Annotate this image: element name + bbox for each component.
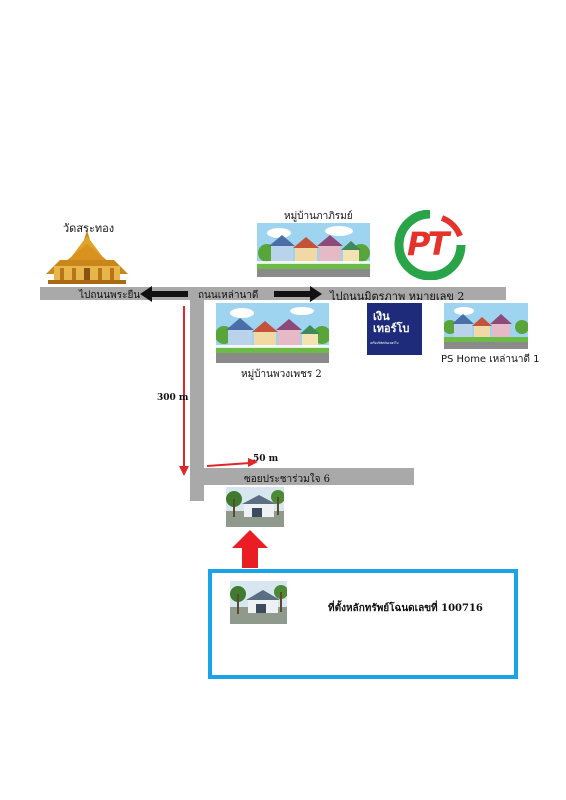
ps-home-illustration [444, 303, 528, 349]
pt-logo-letters: PT [407, 225, 449, 263]
right-red-arrow-icon [248, 458, 258, 467]
down-arrow-icon [179, 466, 189, 476]
village-top-illustration [257, 223, 370, 277]
ps-home-label: PS Home เหล่านาดี 1 [441, 354, 540, 365]
road-label-to-left: ไปถนนพระยืน [79, 290, 141, 301]
left-arrow-icon [140, 286, 188, 302]
road-label-main: ถนนเหล่านาดี [198, 290, 259, 301]
property-photo-box [230, 581, 287, 624]
property-deed-label: ที่ตั้งหลักทรัพย์โฉนดเลขที่ 100716 [328, 603, 483, 614]
right-arrow-icon [274, 286, 322, 302]
distance-arrows [179, 306, 258, 476]
location-up-arrow-icon [232, 530, 268, 568]
ngern-turbo-logo: เงิน เทอร์โบ เครือบริษัทเงินเทอร์โบ [367, 303, 422, 355]
temple-icon [46, 230, 128, 284]
main-road-vertical [190, 287, 204, 501]
road-label-to-right: ไปถนนมิตรภาพ หมายเลข 2 [330, 290, 465, 303]
distance-vertical-label: 300 m [157, 393, 189, 403]
temple-label: วัดสระทอง [63, 222, 115, 235]
pt-logo: PT [394, 209, 466, 281]
distance-horizontal-label: 50 m [253, 454, 279, 464]
soi-road [190, 468, 414, 485]
direction-arrows [140, 286, 322, 302]
property-info-box: ที่ตั้งหลักทรัพย์โฉนดเลขที่ 100716 [208, 569, 518, 679]
village-bottom-illustration [216, 303, 329, 363]
road-label-soi: ซอยประชาร่วมใจ 6 [244, 474, 331, 485]
property-photo-top [226, 487, 284, 527]
village-bottom-label: หมู่บ้านพวงเพชร 2 [241, 369, 322, 380]
village-top-label: หมู่บ้านภาภิรมย์ [284, 211, 353, 222]
